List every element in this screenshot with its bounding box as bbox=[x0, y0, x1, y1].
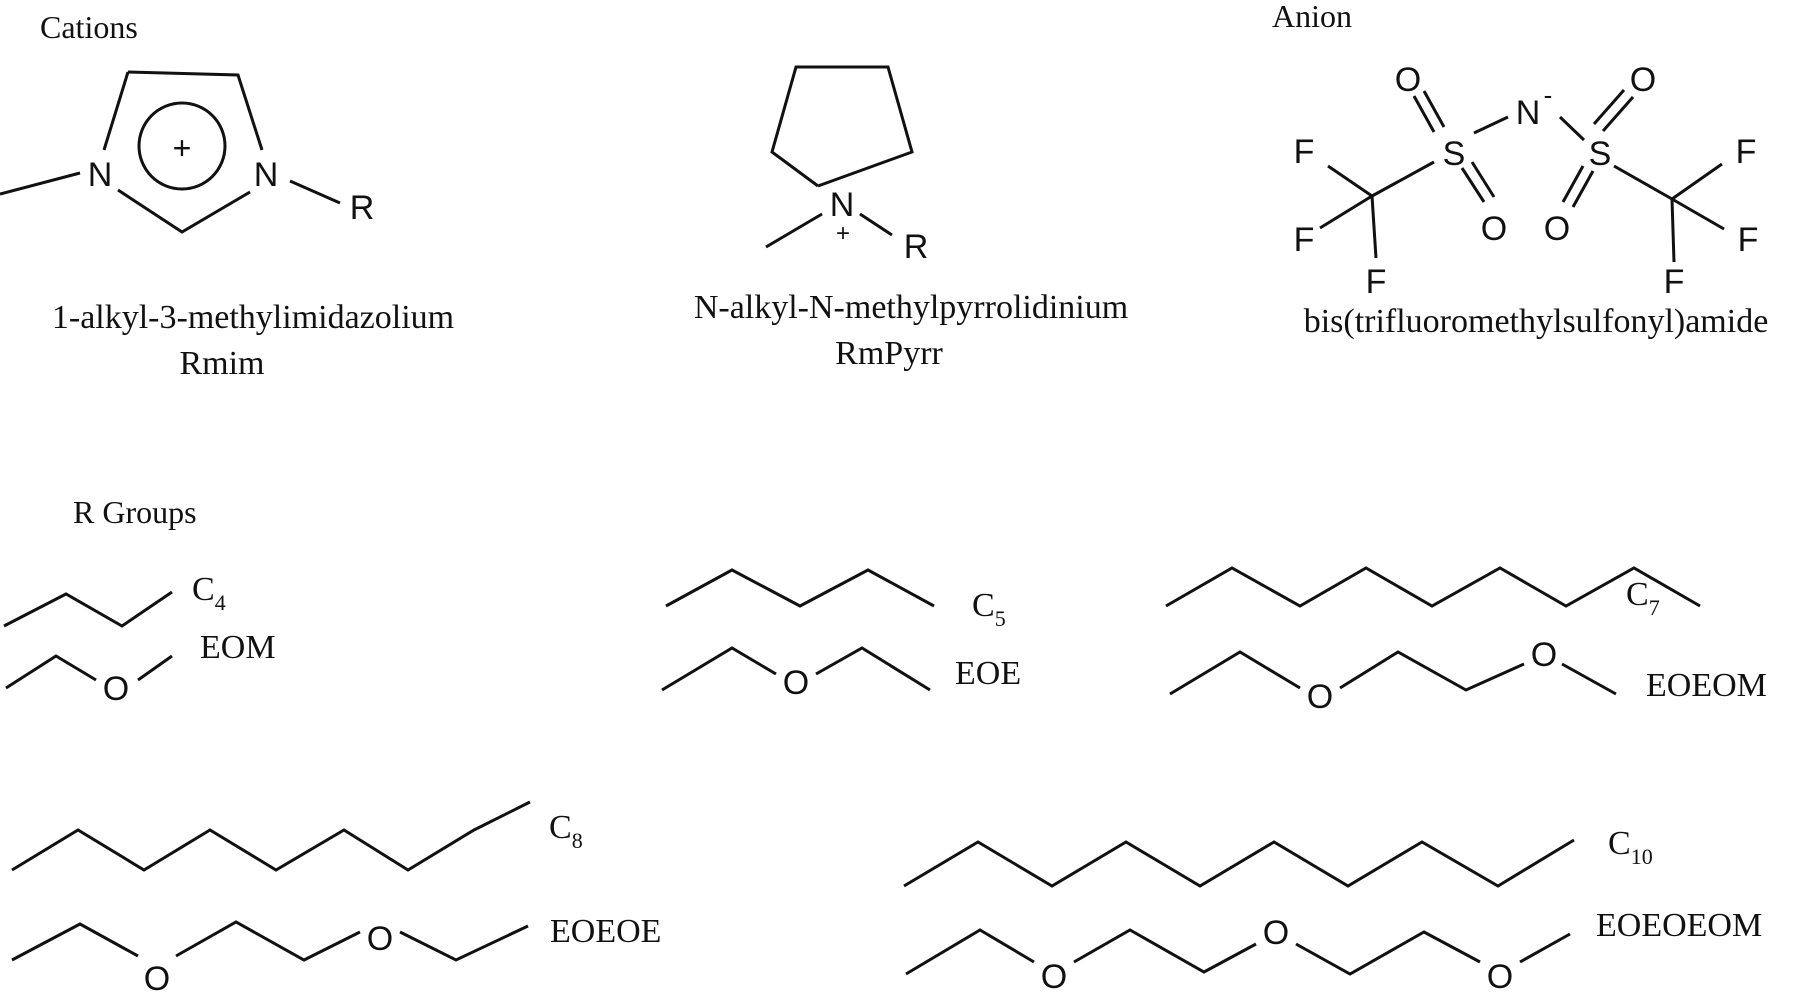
pyrrolidinium-n-atom: N bbox=[830, 186, 855, 224]
cations-heading: Cations bbox=[40, 9, 138, 45]
eoeom-oxygen-1: O bbox=[1307, 678, 1333, 716]
c4-chain bbox=[3, 590, 173, 628]
cf3-left-bonds bbox=[1319, 160, 1435, 259]
c5-label: C5 bbox=[972, 587, 1006, 631]
anion-sulfur-1: S bbox=[1443, 135, 1466, 173]
eoeoeom-chain bbox=[905, 928, 1571, 976]
eoeoeom-oxygen-3: O bbox=[1487, 958, 1513, 993]
imidazolium-ring-top-bonds bbox=[102, 70, 264, 151]
eoeom-label: EOEOM bbox=[1646, 667, 1767, 704]
anion-oxygen-1: O bbox=[1395, 61, 1421, 99]
c10-chain bbox=[903, 838, 1575, 888]
eoeoe-chain bbox=[11, 920, 529, 962]
methyl-bond bbox=[765, 212, 823, 249]
eoe-oxygen: O bbox=[783, 664, 809, 702]
c5-chain bbox=[665, 568, 935, 608]
c8-label: C8 bbox=[549, 809, 583, 853]
s-right-upper-double-bond bbox=[1592, 89, 1635, 132]
c7-label: C7 bbox=[1626, 576, 1660, 620]
eom-label: EOM bbox=[200, 629, 276, 666]
anion-oxygen-2: O bbox=[1630, 61, 1656, 99]
c7-chain bbox=[1165, 566, 1701, 608]
imidazolium-r-atom: R bbox=[350, 189, 375, 227]
tfsi-anion-structure: O O N - S S F F F O O F F F bbox=[1294, 61, 1759, 301]
methyl-bond bbox=[0, 171, 81, 196]
pyrrolidine-ring bbox=[770, 65, 914, 188]
imidazolium-ring-bottom-bonds bbox=[117, 188, 251, 234]
imidazolium-charge: + bbox=[173, 130, 192, 166]
c8-chain bbox=[11, 800, 531, 872]
aromatic-ring-circle bbox=[137, 101, 227, 191]
s-left-upper-double-bond bbox=[1412, 90, 1446, 133]
eoeom-oxygen-2: O bbox=[1531, 636, 1557, 674]
eom-oxygen: O bbox=[103, 670, 129, 708]
anion-fluorine-3: F bbox=[1366, 263, 1387, 301]
s-left-lower-double-bond bbox=[1460, 161, 1496, 203]
s-n-s-bonds bbox=[1473, 115, 1586, 142]
anion-fluorine-6: F bbox=[1664, 263, 1685, 301]
anion-fluorine-1: F bbox=[1294, 133, 1315, 171]
eoeoeom-oxygen-2: O bbox=[1263, 914, 1289, 952]
anion-fluorine-4: F bbox=[1736, 133, 1757, 171]
eoeoeom-oxygen-1: O bbox=[1041, 958, 1067, 993]
imidazolium-name: 1-alkyl-3-methylimidazolium bbox=[52, 299, 454, 336]
cf3-right-bonds bbox=[1613, 162, 1725, 263]
eoeoe-oxygen-2: O bbox=[367, 920, 393, 958]
eoeoeom-label: EOEOEOM bbox=[1596, 907, 1762, 944]
imidazolium-abbrev: Rmim bbox=[179, 345, 264, 382]
pyrrolidinium-structure: N + R bbox=[765, 65, 929, 266]
c4-label: C4 bbox=[192, 571, 226, 615]
eoeoe-oxygen-1: O bbox=[144, 960, 170, 993]
alkyl-r-bond bbox=[859, 212, 893, 237]
imidazolium-structure: + N N R bbox=[0, 70, 375, 234]
anion-sulfur-2: S bbox=[1589, 135, 1612, 173]
imidazolium-n1-atom: N bbox=[88, 156, 113, 194]
alkyl-r-bond bbox=[289, 179, 341, 205]
s-right-lower-double-bond bbox=[1561, 165, 1595, 208]
eoeoe-label: EOEOE bbox=[550, 913, 661, 950]
r-groups-heading: R Groups bbox=[73, 494, 197, 530]
anion-name: bis(trifluoromethylsulfonyl)amide bbox=[1304, 303, 1769, 340]
eoe-chain bbox=[661, 646, 931, 692]
anion-fluorine-2: F bbox=[1294, 221, 1315, 259]
anion-fluorine-5: F bbox=[1738, 221, 1759, 259]
pyrrolidinium-abbrev: RmPyrr bbox=[835, 335, 943, 372]
anion-oxygen-4: O bbox=[1544, 210, 1570, 248]
pyrrolidinium-r-atom: R bbox=[904, 228, 929, 266]
anion-charge: - bbox=[1544, 80, 1553, 110]
c10-label: C10 bbox=[1608, 825, 1653, 869]
eom-chain bbox=[5, 654, 173, 690]
eoeom-chain bbox=[1169, 650, 1617, 696]
anion-heading: Anion bbox=[1272, 0, 1352, 34]
eoe-label: EOE bbox=[955, 655, 1021, 692]
pyrrolidinium-name: N-alkyl-N-methylpyrrolidinium bbox=[694, 289, 1128, 326]
imidazolium-n3-atom: N bbox=[254, 156, 279, 194]
pyrrolidinium-charge: + bbox=[836, 220, 850, 247]
anion-oxygen-3: O bbox=[1481, 210, 1507, 248]
anion-nitrogen: N bbox=[1516, 94, 1541, 132]
